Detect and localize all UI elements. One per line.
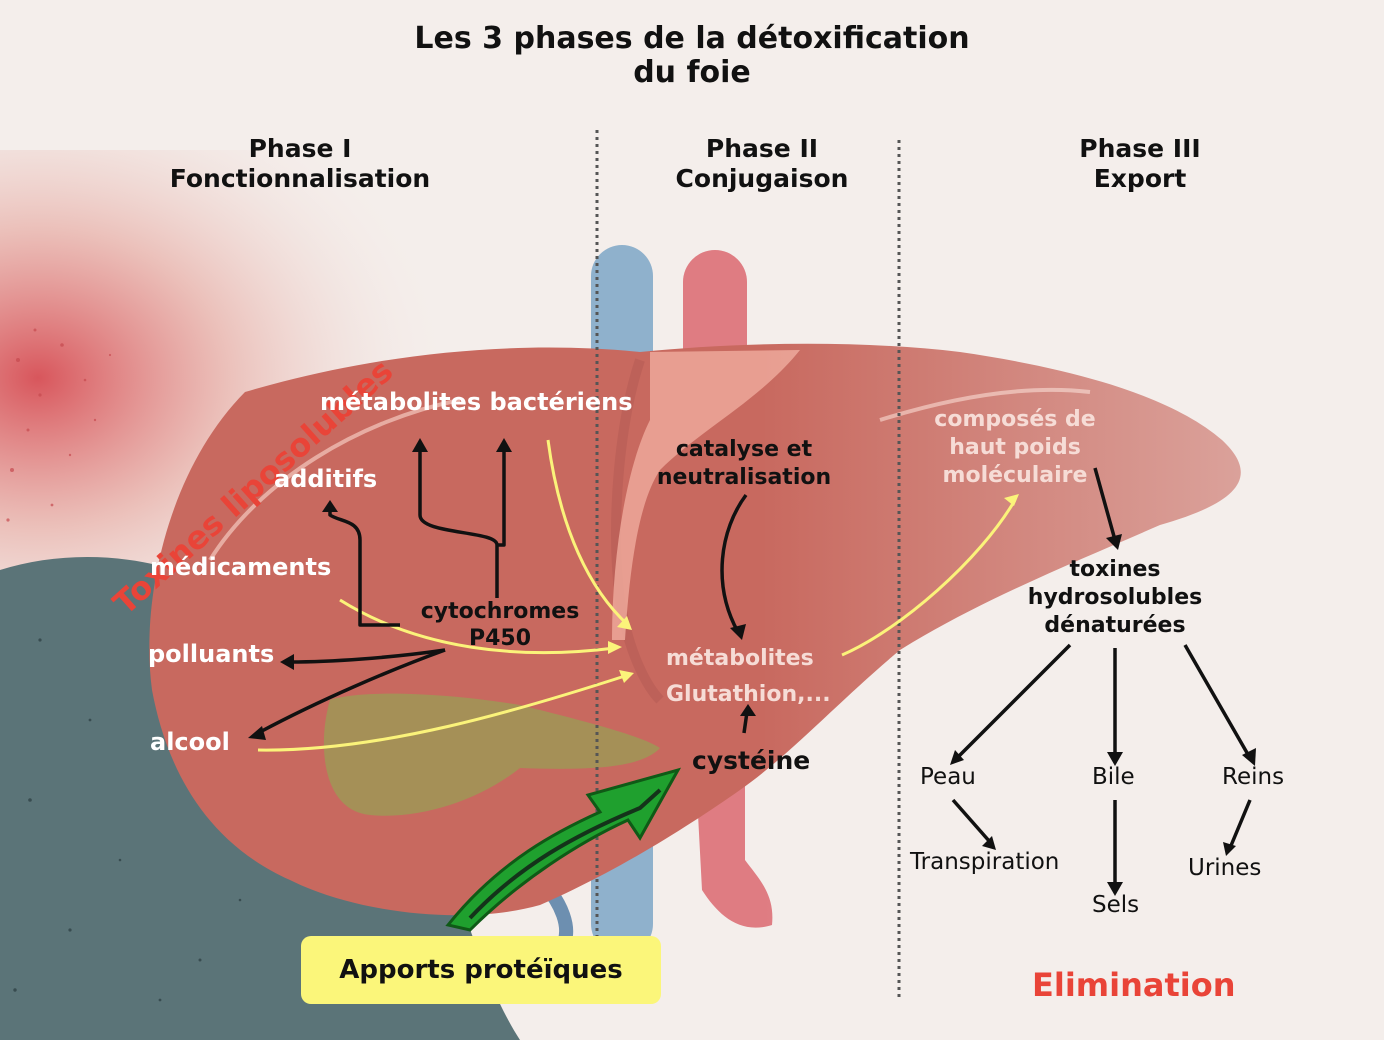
arrow-p450-branch-right: [497, 448, 506, 547]
arrowhead-pollutants: [280, 654, 294, 670]
arrowhead-salts: [1107, 882, 1123, 896]
arrow-metabolites-to-compounds: [841, 499, 1017, 657]
yellow-arrowhead-2: [608, 641, 622, 654]
toxins-line-1: toxines: [1069, 557, 1161, 582]
output-salts: Sels: [1092, 892, 1140, 918]
source-additives: additifs: [274, 465, 378, 493]
yellow-arrowheads: [608, 494, 1019, 683]
arrowhead-bile: [1107, 752, 1123, 766]
arrowhead-metabolites: [730, 624, 746, 640]
catalysis-line-1: catalyse et: [675, 437, 813, 462]
green-arrow: [445, 767, 682, 932]
arrowhead-cysteine-up: [740, 704, 756, 716]
arrow-kidneys-to-urine: [1228, 799, 1252, 849]
arrow-bacterial-to-metabolites: [546, 439, 630, 627]
phase-3-subtitle: Export: [1093, 164, 1187, 193]
yellow-arrows: [257, 439, 1017, 752]
arrow-p450-to-alcohol: [259, 648, 446, 734]
title-line-2: du foie: [633, 55, 751, 90]
arrow-p450-to-pollutants: [289, 648, 446, 664]
black-arrowheads: [248, 438, 1256, 896]
metabolites-label: métabolites Glutathion,...: [666, 641, 831, 713]
toxins-line-2: hydrosolubles: [1027, 585, 1203, 610]
arrowhead-skin: [950, 750, 964, 765]
water-soluble-toxins-label: toxines hydrosolubles dénaturées: [1010, 556, 1220, 640]
phase-1-name: Phase I: [248, 134, 352, 163]
phase-3-name: Phase III: [1079, 134, 1201, 163]
arrow-catalysis-to-metabolites: [720, 493, 748, 633]
source-pollutants: polluants: [148, 640, 275, 668]
source-drugs: médicaments: [150, 553, 332, 581]
yellow-arrowhead-1: [617, 616, 632, 630]
route-bile: Bile: [1092, 764, 1135, 790]
enzyme-line-1: cytochromes: [420, 599, 580, 624]
output-sweat: Transpiration: [910, 849, 1060, 875]
catalysis-line-2: neutralisation: [656, 465, 832, 490]
black-arrows: [259, 448, 1252, 888]
phase-2-header: Phase II Conjugaison: [640, 134, 884, 194]
toxins-line-3: dénaturées: [1044, 613, 1186, 638]
compounds-line-1: composés de: [934, 407, 1096, 432]
cysteine-label: cystéine: [692, 746, 811, 775]
arrowhead-alcohol: [248, 726, 266, 740]
yellow-arrowhead-3: [619, 670, 634, 683]
yellow-arrowhead-4: [1004, 494, 1019, 506]
high-molecular-compounds-label: composés de haut poids moléculaire: [920, 406, 1110, 490]
arrow-skin-to-sweat: [951, 798, 992, 844]
arrow-toxins-to-kidneys: [1183, 644, 1252, 759]
arrow-alcohol-to-metabolites: [257, 673, 629, 752]
metabolites-line-1: métabolites: [666, 646, 814, 671]
arrowhead-bacterial-left: [412, 438, 428, 452]
arrow-compounds-to-toxins: [1093, 467, 1117, 541]
phase-2-name: Phase II: [705, 134, 819, 163]
arrowhead-kidneys: [1242, 748, 1256, 766]
protein-arrow: [445, 767, 682, 932]
compounds-line-2: haut poids: [949, 435, 1081, 460]
arrow-toxins-to-skin: [956, 643, 1072, 759]
arrowhead-urine: [1223, 842, 1236, 856]
arrow-drugs-to-metabolites: [339, 598, 616, 655]
output-urine: Urines: [1188, 855, 1262, 881]
phase-1-header: Phase I Fonctionnalisation: [150, 134, 450, 194]
arrowhead-additives: [322, 500, 338, 512]
source-alcohol: alcool: [150, 728, 230, 756]
compounds-line-3: moléculaire: [942, 463, 1088, 488]
phase-1-subtitle: Fonctionnalisation: [169, 164, 431, 193]
protein-intake-badge: Apports protéïques: [301, 936, 661, 1004]
title-line-1: Les 3 phases de la détoxification: [414, 21, 970, 56]
route-kidneys: Reins: [1222, 764, 1285, 790]
phase-3-header: Phase III Export: [1040, 134, 1240, 194]
arrow-p450-to-additives: [328, 508, 400, 627]
green-arrow-core: [468, 788, 662, 920]
enzyme-line-2: P450: [468, 626, 532, 651]
route-skin: Peau: [920, 764, 976, 790]
arrowhead-toxins: [1106, 534, 1122, 550]
elimination-label: Elimination: [1032, 966, 1236, 1004]
arrowhead-sweat: [982, 836, 996, 850]
arrow-p450-branch-left: [418, 448, 499, 598]
arrowhead-bacterial-right: [496, 438, 512, 452]
phase-2-subtitle: Conjugaison: [675, 164, 849, 193]
catalysis-label: catalyse et neutralisation: [646, 436, 842, 492]
metabolites-line-2: Glutathion,...: [666, 682, 831, 707]
cytochromes-p450-label: cytochromes P450: [410, 598, 590, 652]
diagram-title: Les 3 phases de la détoxification du foi…: [392, 22, 992, 90]
source-bacterial-metabolites: métabolites bactériens: [320, 388, 633, 416]
